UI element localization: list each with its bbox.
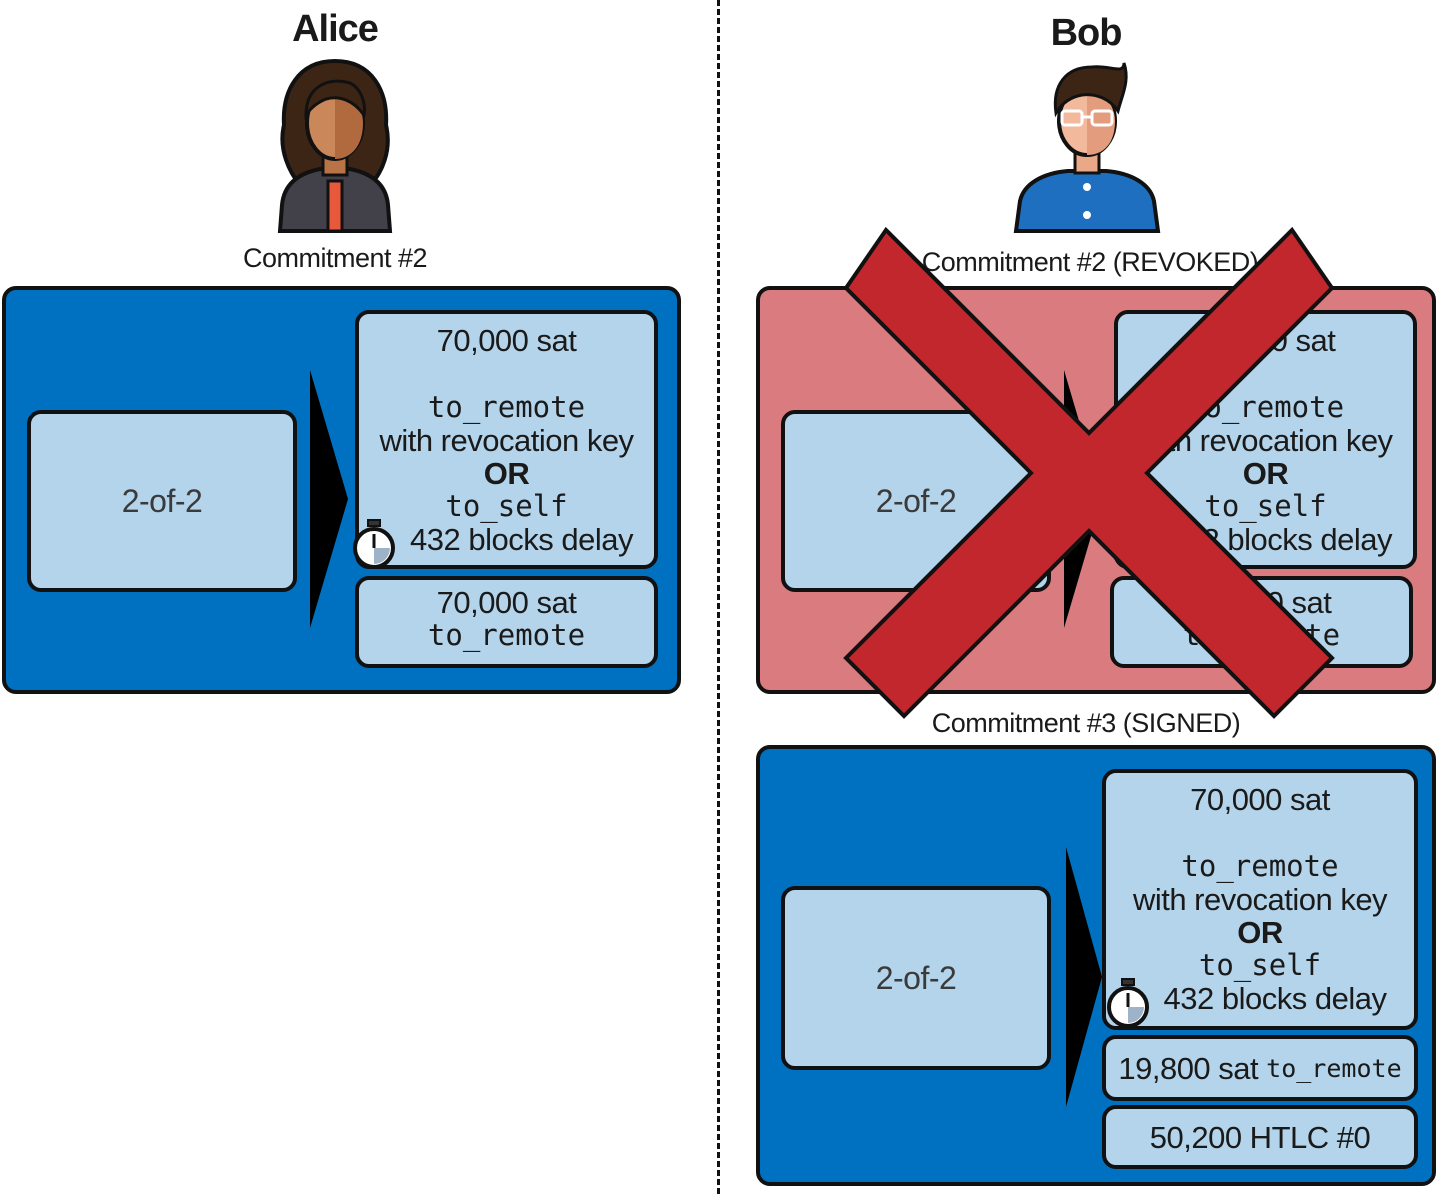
output-script-to-self: to_self bbox=[1198, 948, 1322, 982]
funding-label: 2-of-2 bbox=[875, 482, 957, 519]
party-divider bbox=[717, 0, 720, 1194]
alice-commitment-tx: 2-of-2 70,000 sat to_remote with revocat… bbox=[2, 286, 681, 694]
bob-avatar-icon bbox=[1013, 62, 1161, 233]
output-script-to-remote: to_remote bbox=[1266, 1053, 1402, 1083]
bob-name: Bob bbox=[1050, 12, 1123, 54]
bob-signed-funding-input: 2-of-2 bbox=[781, 886, 1051, 1070]
alice-funding-input: 2-of-2 bbox=[27, 410, 297, 592]
output-or-label: OR bbox=[1242, 456, 1289, 491]
revoked-cross-icon bbox=[843, 226, 1335, 719]
funding-label: 2-of-2 bbox=[875, 959, 957, 996]
output-delay: 432 blocks delay bbox=[1163, 981, 1387, 1016]
htlc-output-label: 50,200 HTLC #0 bbox=[1149, 1119, 1371, 1155]
output-script-to-self: to_self bbox=[445, 489, 568, 523]
output-script-note: with revocation key bbox=[379, 423, 634, 458]
output-or-label: OR bbox=[1237, 915, 1283, 950]
alice-avatar-icon bbox=[277, 58, 393, 233]
bob-signed-output-to-self: 70,000 sat to_remote with revocation key… bbox=[1102, 769, 1418, 1030]
bob-signed-commitment-tx: 2-of-2 70,000 sat to_remote with revocat… bbox=[756, 745, 1436, 1186]
output-script-to-remote: to_remote bbox=[1181, 849, 1339, 883]
output-amount: 70,000 sat bbox=[1190, 782, 1330, 817]
stopwatch-icon bbox=[353, 519, 395, 569]
output-script-to-remote: to_remote bbox=[427, 618, 586, 652]
alice-commitment-label: Commitment #2 bbox=[242, 243, 428, 273]
bob-revoked-commitment-label: Commitment #2 (REVOKED) bbox=[921, 247, 1259, 277]
arrow-icon bbox=[310, 370, 348, 628]
alice-output-to-remote: 70,000 sat to_remote bbox=[355, 576, 658, 668]
output-or-label: OR bbox=[483, 456, 530, 491]
output-amount: 70,000 sat bbox=[436, 585, 577, 620]
output-amount: 19,800 sat bbox=[1118, 1050, 1259, 1086]
output-amount: 70,000 sat bbox=[436, 323, 577, 358]
bob-signed-commitment-label: Commitment #3 (SIGNED) bbox=[931, 708, 1241, 738]
output-script-note: with revocation key bbox=[1132, 882, 1388, 917]
output-script-to-remote: to_remote bbox=[427, 390, 586, 424]
output-script-to-self: to_self bbox=[1204, 489, 1327, 523]
bob-signed-output-to-remote: 19,800 sat to_remote bbox=[1102, 1035, 1418, 1101]
stopwatch-icon bbox=[1107, 978, 1149, 1028]
output-delay: 432 blocks delay bbox=[410, 522, 633, 557]
alice-name: Alice bbox=[292, 8, 379, 50]
bob-signed-output-htlc: 50,200 HTLC #0 bbox=[1102, 1105, 1418, 1169]
funding-label: 2-of-2 bbox=[121, 482, 203, 519]
arrow-icon bbox=[1066, 847, 1102, 1107]
alice-output-to-self: 70,000 sat to_remote with revocation key… bbox=[355, 310, 658, 569]
